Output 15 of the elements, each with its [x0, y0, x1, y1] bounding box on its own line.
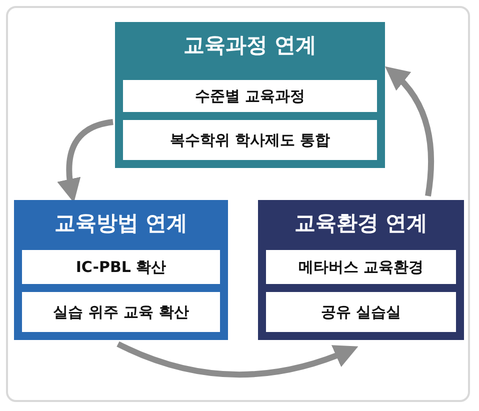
- category-box: [115, 22, 385, 168]
- box-heading: 교육환경 연계: [293, 210, 429, 237]
- item-box: 메타버스 교육환경: [266, 250, 456, 284]
- item-box: IC-PBL 확산: [22, 250, 220, 284]
- item-box: 공유 실습실: [266, 292, 456, 332]
- box-heading: 교육과정 연계: [182, 32, 318, 59]
- cycle-arrow: [116, 341, 358, 378]
- category-box: [14, 200, 228, 340]
- cycle-arrow: [385, 66, 434, 196]
- category-box: [258, 200, 464, 340]
- cycle-arrow: [58, 119, 114, 203]
- item-box: 실습 위주 교육 확산: [22, 292, 220, 332]
- item-box: 복수학위 학사제도 통합: [123, 120, 377, 160]
- item-box: 수준별 교육과정: [123, 80, 377, 112]
- box-heading: 교육방법 연계: [53, 210, 189, 237]
